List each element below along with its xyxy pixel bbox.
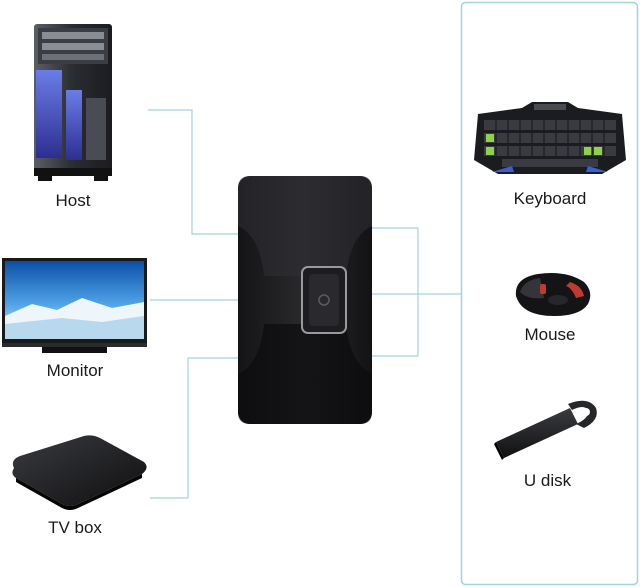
keyboard-icon [472, 100, 628, 180]
power-button-icon [301, 266, 347, 334]
usb-drive-icon [492, 396, 602, 464]
device-label-keyboard: Keyboard [513, 189, 587, 208]
device-label-u-disk: U disk [523, 471, 572, 490]
tv-box-icon [6, 432, 152, 512]
usb-switch-icon [238, 176, 372, 424]
device-label-tv-box: TV box [48, 518, 102, 537]
device-label-mouse: Mouse [524, 325, 576, 344]
device-label-monitor: Monitor [46, 361, 104, 380]
device-label-host: Host [55, 191, 91, 210]
mouse-icon [510, 270, 594, 320]
monitor-icon [2, 258, 147, 356]
desktop-tower-icon [28, 18, 118, 183]
